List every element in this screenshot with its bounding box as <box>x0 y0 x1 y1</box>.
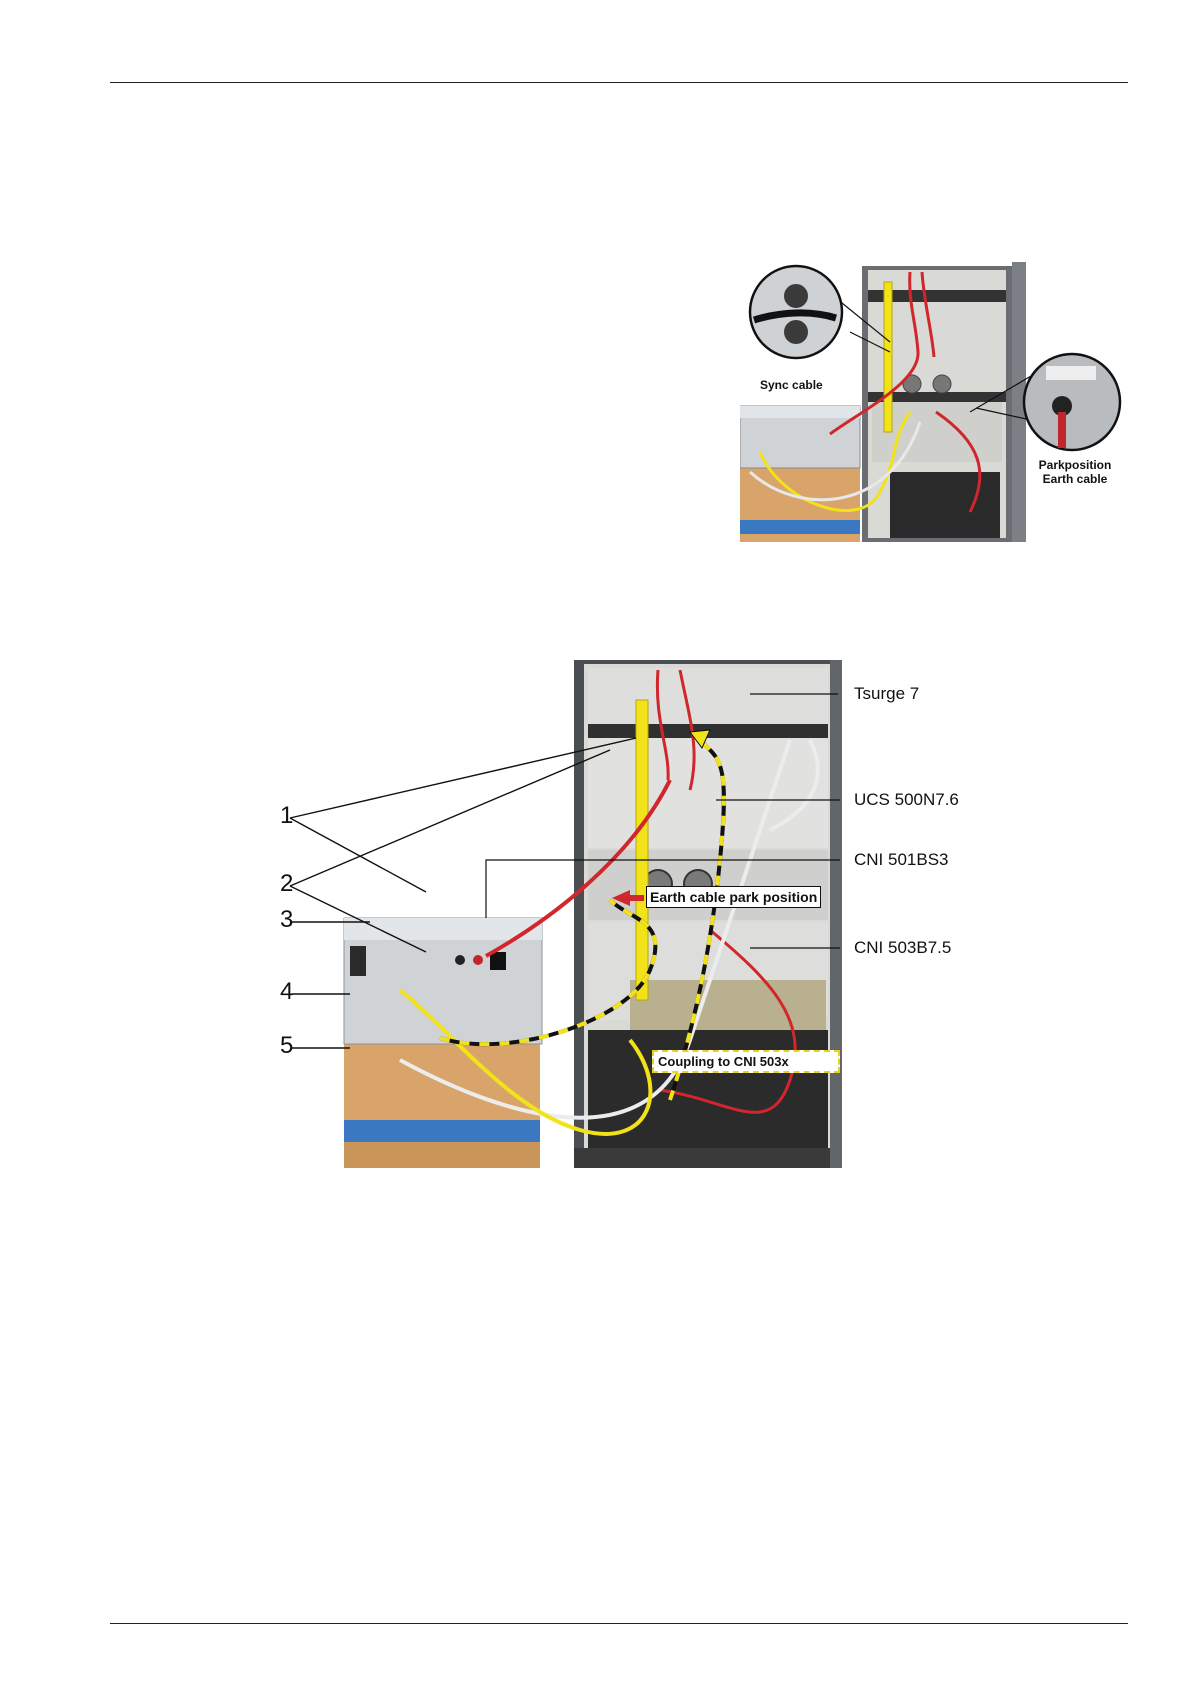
figure-setup-photo: 1 2 3 4 5 Tsurge 7 UCS 500N7.6 CNI 501BS… <box>250 660 1000 1180</box>
callout-number-4: 4 <box>280 978 293 1006</box>
photo-illustration-2 <box>250 660 1000 1180</box>
callout-sync-cable: Sync cable <box>760 378 823 392</box>
label-cni503: CNI 503B7.5 <box>854 938 951 958</box>
callout-park-position: Parkposition Earth cable <box>1028 458 1122 486</box>
callout-park-line2: Earth cable <box>1028 472 1122 486</box>
callout-number-5: 5 <box>280 1032 293 1060</box>
label-ucs500: UCS 500N7.6 <box>854 790 959 810</box>
header-rule <box>110 82 1128 83</box>
label-cni501: CNI 501BS3 <box>854 850 949 870</box>
desk-edge <box>344 1120 540 1142</box>
callout-number-3: 3 <box>280 906 293 934</box>
label-tsurge7: Tsurge 7 <box>854 684 919 704</box>
label-earth-cable-park-position: Earth cable park position <box>646 886 821 908</box>
unit-ucs500 <box>588 738 828 848</box>
unit-tsurge7 <box>588 668 828 726</box>
label-coupling-cni503x: Coupling to CNI 503x <box>652 1050 840 1073</box>
figure-sync-cable-photo: Sync cable Parkposition Earth cable <box>740 262 1122 542</box>
footer-rule <box>110 1623 1128 1624</box>
callout-number-1: 1 <box>280 802 293 830</box>
callout-park-line1: Parkposition <box>1028 458 1122 472</box>
callout-number-2: 2 <box>280 870 293 898</box>
photo-illustration-1 <box>740 262 1122 542</box>
